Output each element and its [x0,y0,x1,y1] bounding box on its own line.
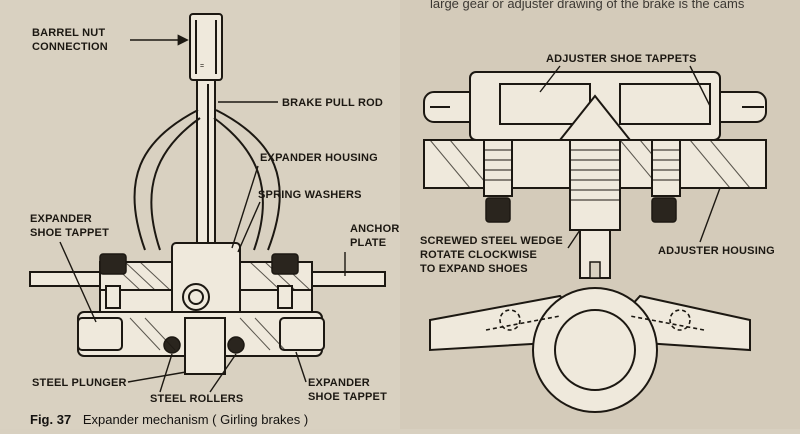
figure-caption: Fig. 37 Expander mechanism ( Girling bra… [30,412,308,427]
screwed-steel-wedge [569,139,621,231]
adjuster-nut-left [485,197,511,223]
label-screwed-steel-wedge-3: TO EXPAND SHOES [420,263,528,275]
label-steel-rollers: STEEL ROLLERS [150,393,243,405]
bottom-wedge-disc [532,287,658,413]
expander-shoe-tappet-right [279,317,325,351]
caption-text: Expander mechanism ( Girling brakes ) [83,412,308,427]
adjuster-screw-right [651,139,681,197]
steel-roller-left [163,336,181,354]
left-expander-assembly: = [29,13,386,375]
expander-shoe-tappet-left [77,317,123,351]
barrel-nut [189,13,223,81]
label-expander-shoe-tappet-left-2: SHOE TAPPET [30,227,109,239]
top-fragment-text: large gear or adjuster drawing of the br… [430,0,745,11]
right-labels: ADJUSTER SHOE TAPPETS SCREWED STEEL WEDG… [420,53,775,275]
label-adjuster-housing: ADJUSTER HOUSING [658,245,775,257]
label-expander-shoe-tappet-bottom-1: EXPANDER [308,377,370,389]
label-barrel-nut-2: CONNECTION [32,41,108,53]
label-barrel-nut-1: BARREL NUT [32,27,105,39]
label-expander-shoe-tappet-bottom-2: SHOE TAPPET [308,391,387,403]
steel-roller-right [227,336,245,354]
right-adjuster-assembly [423,71,767,279]
bolt-right [271,253,299,309]
label-expander-shoe-tappet-left-1: EXPANDER [30,213,92,225]
label-expander-housing: EXPANDER HOUSING [260,152,378,164]
adjuster-shoe-tappet-right [619,83,711,125]
expander-housing [171,242,241,320]
left-labels: BARREL NUT CONNECTION BRAKE PULL ROD EXP… [30,27,399,405]
spring-washer-left [133,109,199,251]
label-adjuster-shoe-tappets: ADJUSTER SHOE TAPPETS [546,53,697,65]
adjuster-nut-right [651,197,677,223]
label-spring-washers: SPRING WASHERS [258,189,362,201]
wedge-stem [579,229,611,279]
label-steel-plunger: STEEL PLUNGER [32,377,127,389]
pull-rod-pivot [182,283,210,311]
label-screwed-steel-wedge-2: ROTATE CLOCKWISE [420,249,537,261]
caption-fig: Fig. 37 [30,412,71,427]
label-brake-pull-rod: BRAKE PULL ROD [282,97,383,109]
right-bottom-assembly [429,287,751,413]
label-anchor-plate-1: ANCHOR [350,223,399,235]
label-anchor-plate-2: PLATE [350,237,386,249]
bolt-left [99,253,127,309]
svg-text:=: = [200,63,204,70]
steel-plunger [184,317,226,375]
label-screwed-steel-wedge-1: SCREWED STEEL WEDGE [420,235,563,247]
spring-washer-right [215,109,281,251]
adjuster-screw-left [483,139,513,197]
